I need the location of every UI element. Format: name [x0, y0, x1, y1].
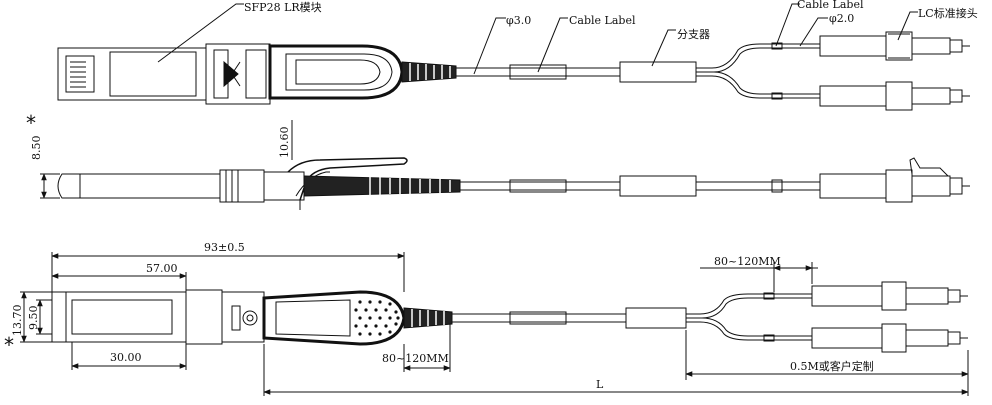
top-view [57, 3, 970, 111]
dim-height-latch: 10.60 [278, 127, 291, 159]
splitter-bottom [625, 307, 687, 329]
label-dia-main: φ3.0 [506, 14, 531, 27]
label-splitter: 分支器 [677, 28, 710, 41]
dim-body-length: 57.00 [146, 262, 178, 275]
side-view-labels: * 8.50 10.60 [26, 111, 291, 160]
bottom-view-labels: 93±0.5 57.00 30.00 * 13.70 9.50 80~120MM… [4, 241, 874, 391]
splitter-side [619, 175, 697, 197]
dim-overall-module: 93±0.5 [204, 241, 245, 254]
dim-branch-length: 0.5M或客户定制 [790, 359, 874, 373]
lc-connector-lower-top [819, 81, 970, 111]
splitter-top [619, 61, 697, 83]
dim-housing-length: 30.00 [110, 351, 142, 364]
dim-height-side: 8.50 [30, 136, 43, 161]
cable-label-main-top [509, 64, 567, 80]
label-cable-main: Cable Label [569, 14, 636, 27]
star-mark-bottom: * [4, 333, 14, 357]
star-mark-side: * [26, 111, 36, 135]
branch-upper-top [696, 43, 820, 73]
lc-connector-side [819, 157, 970, 203]
label-module: SFP28 LR模块 [244, 1, 322, 14]
module-body-bottom [51, 291, 67, 343]
pull-tab-bottom [262, 290, 406, 346]
lc-connector-upper-bottom [811, 281, 968, 311]
main-cable-top [456, 67, 620, 77]
dim-total-length: L [596, 378, 604, 391]
label-connector: LC标准接头 [918, 6, 978, 20]
dim-breakout-length: 80~120MM [714, 255, 781, 268]
top-view-labels: SFP28 LR模块 φ3.0 Cable Label 分支器 Cable La… [244, 0, 978, 41]
lc-connector-upper-top [819, 31, 970, 61]
dim-height-inner: 9.50 [27, 306, 40, 331]
grip-dots [354, 300, 400, 336]
label-cable-branch: Cable Label [797, 0, 864, 11]
module-body-side [57, 173, 221, 199]
latch-arm-side [287, 157, 408, 201]
dim-height-outer: 13.70 [11, 305, 24, 337]
bottom-view [20, 252, 969, 396]
main-cable-bottom [452, 313, 626, 323]
label-dia-branch: φ2.0 [829, 12, 854, 25]
dim-pull-length: 80~120MM [382, 352, 449, 365]
side-view [40, 120, 970, 210]
lc-connector-lower-bottom [811, 323, 968, 353]
main-cable-side [460, 181, 620, 191]
branch-lower-top [696, 71, 820, 99]
boot-side [303, 175, 461, 197]
ferrule-circle [242, 310, 258, 326]
